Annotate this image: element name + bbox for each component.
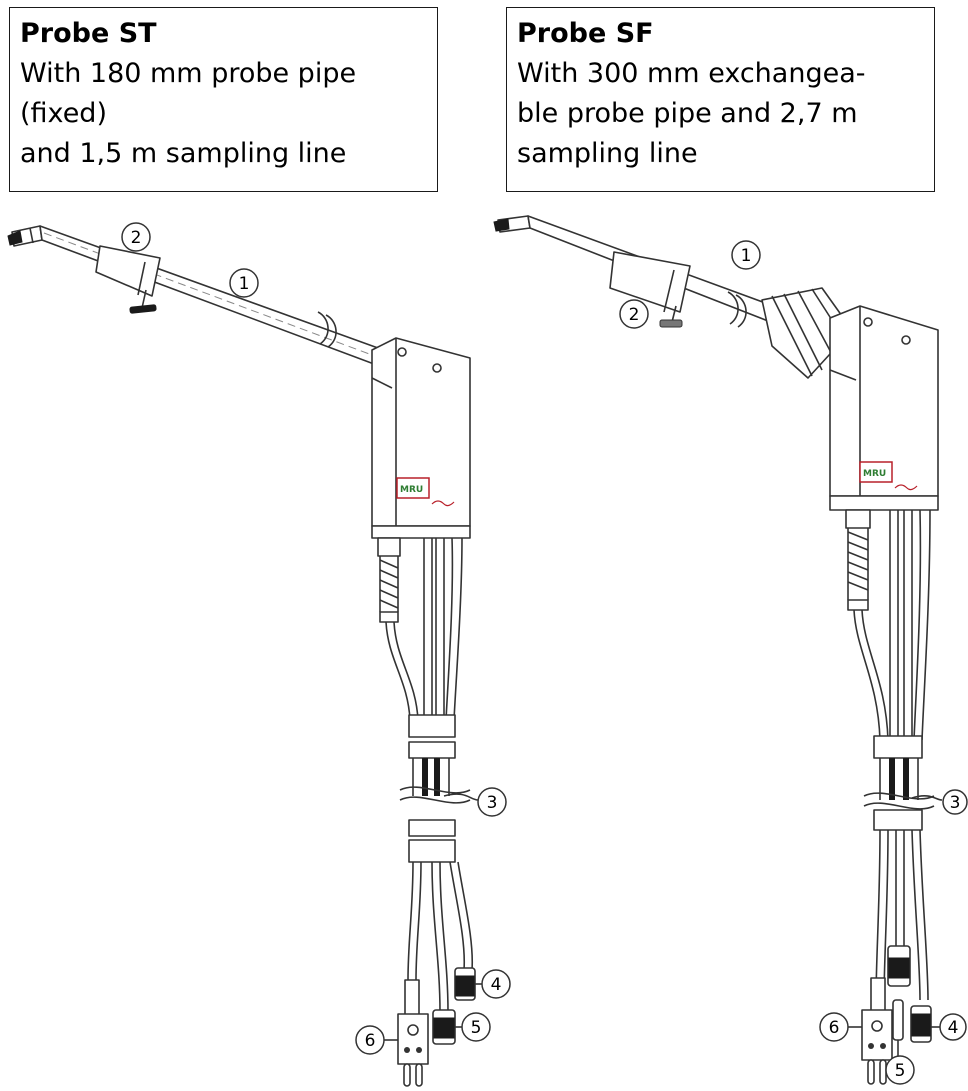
probe-sf-strain-relief (845, 509, 871, 611)
probe-sf-connector-6 (861, 977, 893, 1085)
callout-sf-1-label: 1 (741, 246, 752, 266)
probe-st-line-1: With 180 mm probe pipe (20, 58, 357, 89)
probe-sf-connector-4 (910, 1005, 932, 1043)
probe-sf-tip (493, 215, 531, 233)
probe-sf-line-3: sampling line (517, 138, 698, 169)
probe-st-line-3: and 1,5 m sampling line (20, 138, 347, 169)
probe-st-strain-relief (377, 537, 401, 623)
probe-sf-description-box: Probe SF With 300 mm exchangea- ble prob… (506, 7, 935, 192)
probe-sf-coupling (761, 287, 853, 379)
probe-sf-logo: MRU (859, 461, 918, 491)
callout-sf-6-label: 6 (829, 1018, 840, 1038)
callout-sf-3-label: 3 (950, 793, 961, 813)
probe-st-tip (7, 225, 43, 247)
probe-st-hoses (385, 537, 474, 1013)
probe-sf-title: Probe SF (517, 18, 654, 49)
callout-st-5-label: 5 (471, 1018, 482, 1038)
callout-st-1: 1 (229, 268, 259, 298)
callout-sf-2-label: 2 (629, 305, 640, 325)
probe-st-title: Probe ST (20, 18, 157, 49)
callout-sf-4: 4 (931, 1013, 967, 1041)
callout-st-2-label: 2 (131, 228, 142, 248)
callout-st-6-label: 6 (365, 1031, 376, 1051)
callout-sf-3: 3 (911, 789, 968, 815)
callout-sf-1: 1 (731, 240, 761, 270)
callout-sf-2: 2 (619, 299, 649, 329)
probe-st-drawing: MRU (7, 225, 476, 1087)
callout-st-4: 4 (475, 969, 511, 999)
probe-st-connector-4 (454, 967, 476, 1001)
probe-sf-line-2: ble probe pipe and 2,7 m (517, 98, 858, 129)
probe-st-description-box: Probe ST With 180 mm probe pipe (fixed) … (9, 7, 438, 192)
probe-st-logo-text: MRU (400, 485, 423, 495)
probe-st-connector-5 (432, 1009, 456, 1045)
probe-sf-hoses (853, 509, 935, 1001)
callout-sf-4-label: 4 (948, 1018, 959, 1038)
probe-st-logo: MRU (396, 477, 455, 507)
probe-st-screw (129, 289, 157, 314)
callout-st-2: 2 (121, 222, 151, 252)
probe-sf-screw (659, 305, 683, 328)
callout-sf-6: 6 (819, 1012, 862, 1042)
callout-st-3: 3 (443, 787, 507, 817)
callout-st-5: 5 (455, 1012, 491, 1042)
callout-sf-5-label: 5 (895, 1061, 906, 1081)
callout-st-4-label: 4 (491, 975, 502, 995)
probe-sf-logo-text: MRU (863, 469, 886, 479)
probe-sf-line-1: With 300 mm exchangea- (517, 58, 866, 89)
callout-st-3-label: 3 (487, 793, 498, 813)
probe-st-connector-6 (397, 979, 429, 1087)
probe-st-cone (95, 245, 161, 297)
probe-st-line-2: (fixed) (20, 98, 107, 129)
callout-sf-5: 5 (885, 1040, 915, 1085)
probe-st-pipe (39, 225, 379, 365)
probe-sf-cone (609, 251, 691, 313)
callout-st-1-label: 1 (239, 274, 250, 294)
probe-sf-connector-dark (887, 945, 911, 987)
callout-st-6: 6 (355, 1025, 398, 1055)
probe-sf-drawing: MRU (493, 215, 939, 1085)
